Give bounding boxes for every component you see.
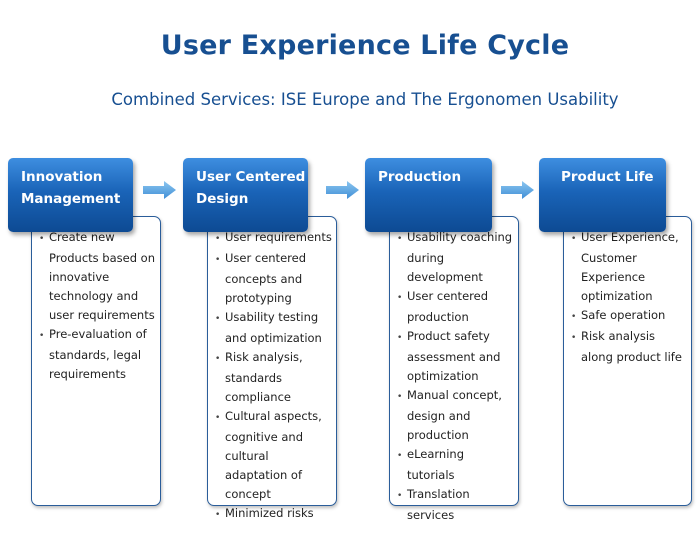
diagram-title: User Experience Life Cycle [160,30,570,61]
stage-item: Pre-evaluation of standards, legal requi… [39,325,156,384]
stage-item: Usability coaching during development [397,228,514,287]
stage-item: Manual concept, design and production [397,386,514,445]
stage-card-innovation-management: Create new Products based on innovative … [31,216,161,506]
stage-item: Cultural aspects, cognitive and cultural… [215,407,332,504]
stage-header-user-centered-design: User Centered Design [183,158,308,232]
stage-item: Risk analysis, standards compliance [215,348,332,407]
stage-item: Create new Products based on innovative … [39,228,156,325]
stage-item: Product safety assessment and optimizati… [397,327,514,386]
stage-header-production: Production [365,158,492,232]
stage-item: Translation services [397,485,514,525]
stage-item: Risk analysis along product life [571,327,687,367]
flow-arrow-icon [501,181,534,199]
stage-item: Safe operation [571,306,687,327]
stage-item: Minimized risks [215,504,332,525]
flow-arrow-icon [326,181,359,199]
stage-card-production: Usability coaching during development Us… [389,216,519,522]
stage-title: Product Life [561,169,654,185]
stage-item: User centered concepts and prototyping [215,249,332,308]
stage-item: User Experience, Customer Experience opt… [571,228,687,306]
stage-header-product-life: Product Life [539,158,666,232]
stage-item: User requirements [215,228,332,249]
stage-header-innovation-management: Innovation Management [8,158,133,232]
stage-title: Production [378,169,462,185]
stage-card-product-life: User Experience, Customer Experience opt… [563,216,692,506]
stage-item: eLearning tutorials [397,445,514,485]
flow-arrow-icon [143,181,176,199]
diagram-subtitle: Combined Services: ISE Europe and The Er… [111,90,619,109]
stage-item: User centered production [397,287,514,327]
stage-title: User Centered Design [196,169,306,207]
stage-card-user-centered-design: User requirements User centered concepts… [207,216,337,520]
stage-title: Innovation Management [21,169,121,207]
stage-item: Usability testing and optimization [215,308,332,348]
